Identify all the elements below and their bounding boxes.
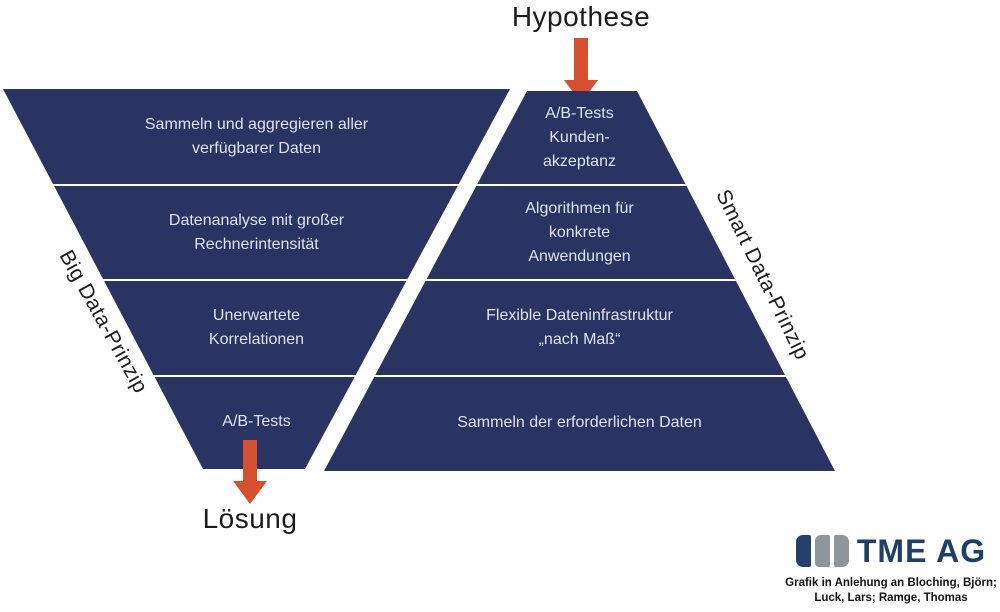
tme-footer: TME AG Grafik in Anlehung an Bloching, B… (783, 534, 999, 605)
tme-logo-text: TME AG (856, 533, 987, 569)
funnel-row-2-line-1: Datenanalyse mit großer (168, 211, 345, 229)
tme-logo-bar-gray-2 (833, 535, 849, 567)
funnel-row-3: Unerwartete Korrelationen (3, 279, 510, 375)
funnel-row-1-line-2: verfügbarer Daten (192, 139, 321, 157)
pyramid-row-2-line-3: Anwendungen (528, 247, 631, 265)
pyramid-row-2: Algorithmen für konkrete Anwendungen (324, 184, 835, 279)
loesung-arrow-head (233, 481, 267, 504)
pyramid-row-2-line-1: Algorithmen für (525, 199, 634, 217)
funnel-row-3-line-2: Korrelationen (208, 331, 305, 348)
funnel-row-2-line-2: Rechnerintensität (194, 235, 319, 253)
pyramid-row-1: A/B-Tests Kunden- akzeptanz (324, 91, 835, 184)
tme-logo-bar-navy (795, 535, 811, 567)
pyramid-row-1-line-3: akzeptanz (543, 152, 616, 170)
loesung-title: Lösung (202, 503, 298, 534)
funnel-row-1-line-1: Sammeln und aggregieren aller (144, 115, 369, 133)
credit-line-1: Grafik in Anlehung an Bloching, Björn; (785, 577, 997, 589)
credit-line-2: Luck, Lars; Ramge, Thomas (814, 591, 968, 604)
funnel-row-3-line-1: Unerwartete (212, 307, 301, 324)
tme-logo-bars-icon (795, 535, 849, 567)
pyramid-row-1-line-1: A/B-Tests (545, 104, 614, 122)
funnel-row-2: Datenanalyse mit großer Rechnerintensitä… (3, 184, 510, 279)
pyramid-row-3-line-2: „nach Maß“ (538, 331, 621, 348)
funnel-row-1: Sammeln und aggregieren aller verfügbare… (3, 89, 510, 184)
tme-logo-bar-gray-1 (814, 535, 830, 567)
pyramid-row-3: Flexible Dateninfrastruktur „nach Maß“ (324, 279, 835, 375)
pyramid-row-1-line-2: Kunden- (549, 128, 610, 146)
loesung-arrow-shaft (243, 440, 257, 482)
pyramid-row-4-line-1: Sammeln der erforderlichen Daten (457, 414, 702, 431)
hypothese-arrow-shaft (574, 38, 588, 81)
pyramid-row-4: Sammeln der erforderlichen Daten (324, 375, 835, 469)
hypothese-title: Hypothese (511, 1, 651, 32)
pyramid-row-3-line-1: Flexible Dateninfrastruktur (486, 307, 673, 324)
funnel-row-4-line-1: A/B-Tests (222, 413, 291, 430)
credit-text: Grafik in Anlehung an Bloching, Björn; L… (783, 576, 999, 605)
funnel-row-4: A/B-Tests (3, 375, 510, 467)
tme-logo: TME AG (783, 534, 999, 568)
pyramid-row-2-line-2: konkrete (548, 223, 611, 241)
